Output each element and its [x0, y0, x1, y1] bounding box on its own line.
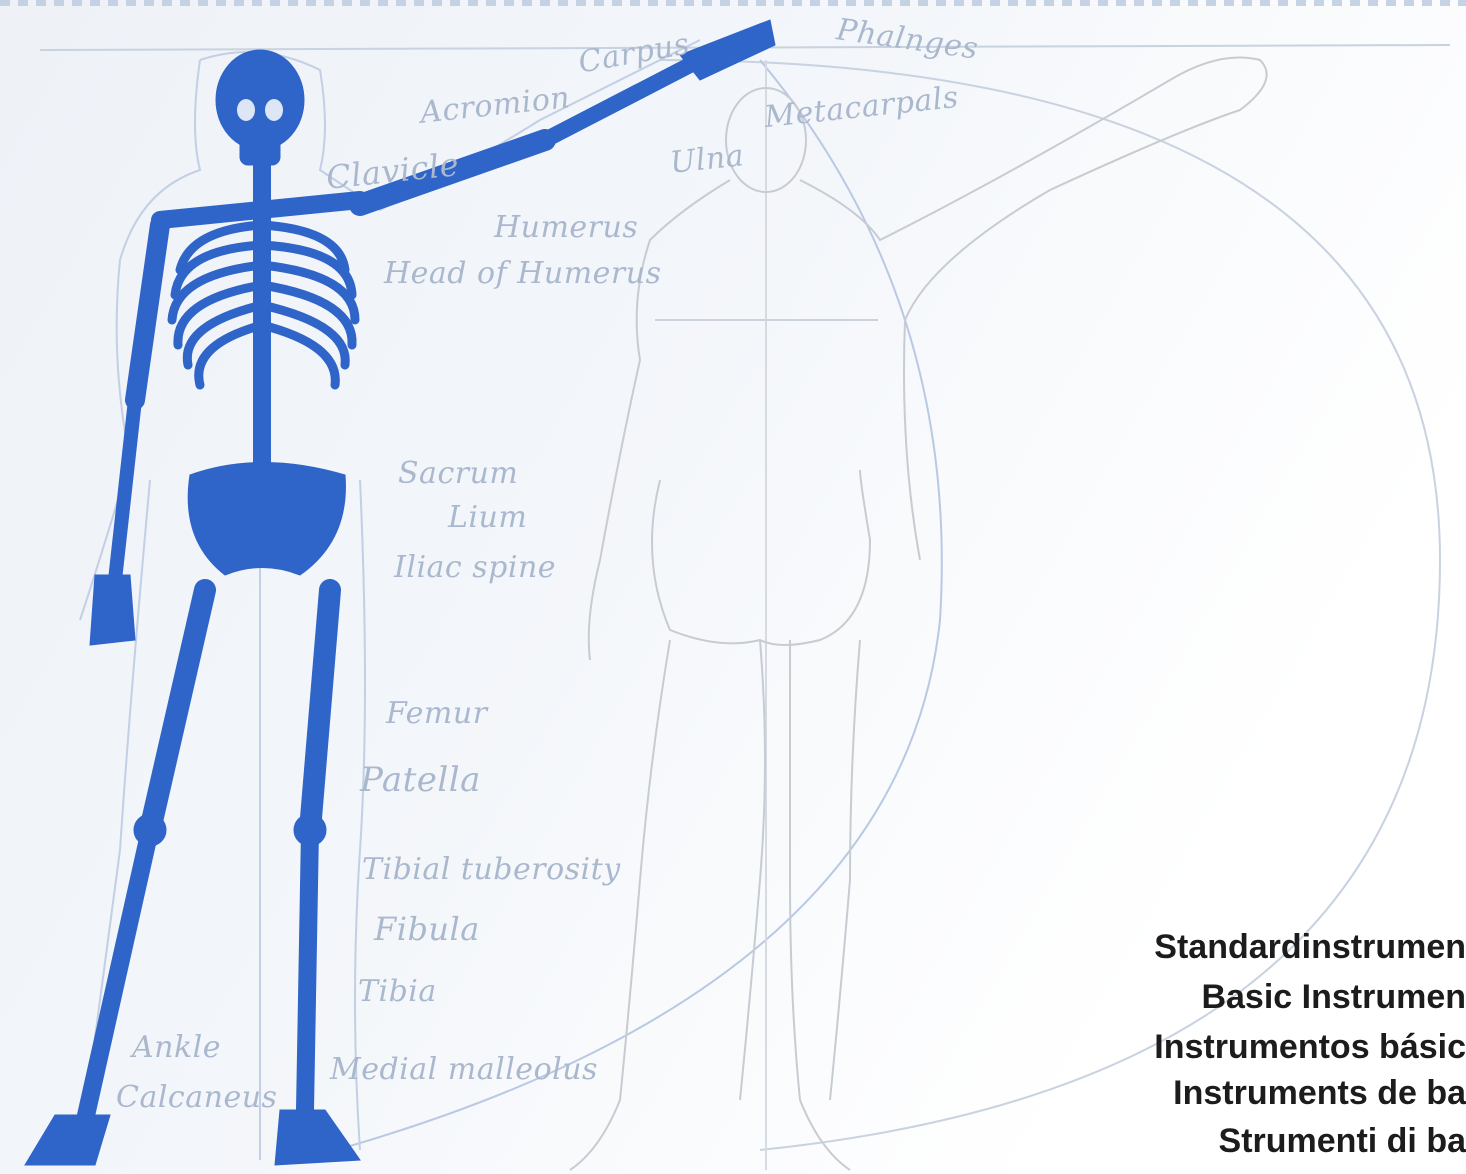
foot-left: [25, 1115, 110, 1165]
tibia-right: [305, 830, 310, 1110]
femur-right: [310, 590, 330, 830]
label-humerus: Humerus: [494, 210, 638, 245]
label-lium: Lium: [448, 500, 527, 535]
pelvis: [188, 463, 345, 576]
knee-left: [134, 814, 166, 846]
title-english: Basic Instrumen: [1201, 978, 1466, 1017]
femur-left: [150, 590, 205, 830]
label-tibial-tuberosity: Tibial tuberosity: [362, 852, 621, 887]
title-italian: Strumenti di ba: [1219, 1122, 1466, 1161]
label-patella: Patella: [360, 760, 481, 800]
label-tibia: Tibia: [358, 974, 437, 1009]
label-fibula: Fibula: [374, 910, 480, 948]
title-french: Instruments de ba: [1173, 1074, 1466, 1113]
label-ankle: Ankle: [132, 1030, 221, 1065]
knee-right: [294, 814, 326, 846]
title-german: Standardinstrumen: [1154, 928, 1466, 967]
human-outline-figure: [570, 58, 1267, 1171]
label-calcaneus: Calcaneus: [116, 1080, 277, 1115]
title-spanish: Instrumentos básic: [1154, 1028, 1466, 1067]
forearm-left: [115, 400, 135, 580]
clavicle: [160, 200, 360, 220]
label-femur: Femur: [386, 696, 488, 731]
hand-left: [90, 575, 135, 645]
humerus-left: [135, 225, 160, 400]
foot-right: [275, 1110, 360, 1165]
label-head-of-humerus: Head of Humerus: [384, 256, 662, 291]
label-iliac-spine: Iliac spine: [394, 550, 556, 585]
label-sacrum: Sacrum: [398, 456, 518, 491]
label-medial-malleolus: Medial malleolus: [330, 1052, 598, 1087]
hand-raised: [680, 20, 775, 80]
